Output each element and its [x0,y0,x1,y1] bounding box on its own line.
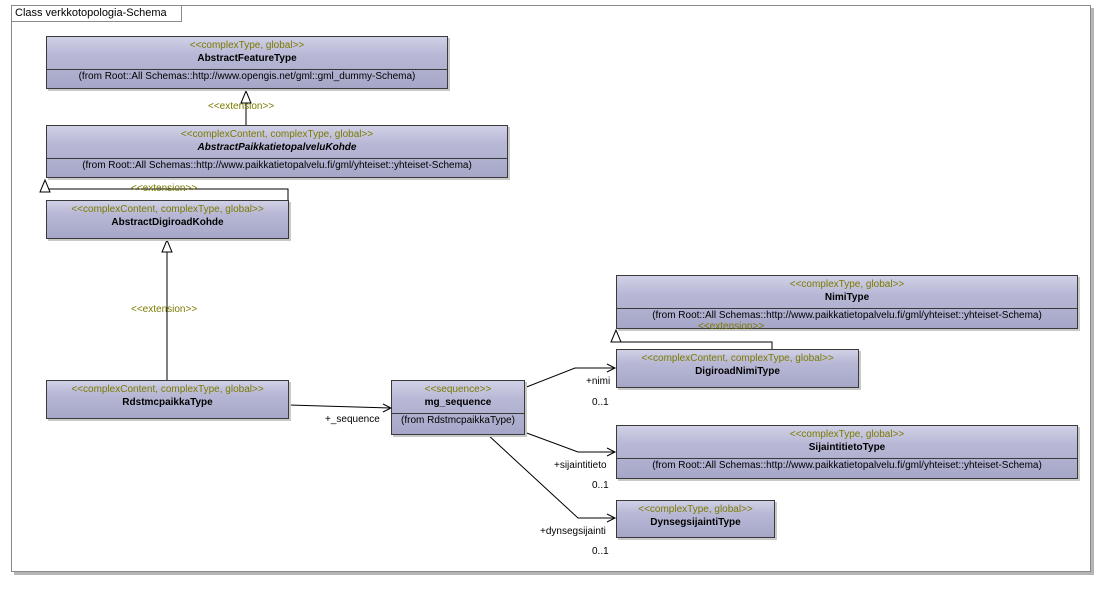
nimi-arrow [606,363,617,373]
class-abstract-digiroad-kohde[interactable]: <<complexContent, complexType, global>> … [46,200,289,239]
stereotype-label: <<complexContent, complexType, global>> [71,384,264,395]
stereotype-label: <<complexContent, complexType, global>> [180,129,374,140]
class-digiroad-nimi-type[interactable]: <<complexContent, complexType, global>> … [616,349,859,388]
class-name: DigiroadNimiType [695,366,780,377]
sequence-role-label: +_sequence [325,414,380,425]
stereotype-label: <<complexType, global>> [189,40,305,51]
class-rdstmcpaikka-type[interactable]: <<complexContent, complexType, global>> … [46,380,289,419]
class-origin: (from Root::All Schemas::http://www.paik… [617,458,1077,473]
sijaintitieto-edge [523,431,615,453]
sijaintitieto-multiplicity-label: 0..1 [592,480,609,491]
nimi-multiplicity-label: 0..1 [592,397,609,408]
class-name: DynsegsijaintiType [650,517,741,528]
extension-label-1: <<extension>> [208,101,275,112]
extension-arrowhead-1 [240,89,252,104]
stereotype-label: <<complexType, global>> [789,279,905,290]
nimi-edge [523,367,615,389]
extension-arrowhead-2 [39,178,51,193]
class-dynsegsijainti-type[interactable]: <<complexType, global>> DynsegsijaintiTy… [616,500,775,538]
class-name: AbstractFeatureType [197,53,297,64]
class-mg-sequence[interactable]: <<sequence>> mg_sequence (from Rdstmcpai… [391,380,525,435]
class-name: NimiType [824,292,870,303]
class-name: AbstractPaikkatietopalveluKohde [197,142,357,153]
stereotype-label: <<complexContent, complexType, global>> [71,204,264,215]
nimi-role-label: +nimi [586,376,611,387]
class-name: SijaintitietoType [808,442,886,453]
stereotype-label: <<complexType, global>> [638,504,753,515]
stereotype-label: <<complexContent, complexType, global>> [641,353,834,364]
class-abstract-feature-type[interactable]: <<complexType, global>> AbstractFeatureT… [46,36,448,89]
dynsegsijainti-multiplicity-label: 0..1 [592,546,609,557]
sijaintitieto-arrow [606,447,617,457]
class-origin: (from Root::All Schemas::http://www.paik… [617,308,1077,323]
stereotype-label: <<complexType, global>> [789,429,905,440]
sijaintitieto-role-label: +sijaintitieto [554,460,607,471]
class-origin: (from Root::All Schemas::http://www.paik… [47,158,507,173]
extension-label-4: <<extension>> [698,321,765,332]
class-origin: (from RdstmcpaikkaType) [392,413,524,428]
extension-edge-4 [616,341,773,349]
diagram-title: Class verkkotopologia-Schema [12,6,182,22]
extension-label-2: <<extension>> [131,183,198,194]
class-name: mg_sequence [424,397,492,408]
extension-arrowhead-3 [161,238,173,253]
dynsegsijainti-role-label: +dynsegsijainti [540,526,606,537]
dynsegsijainti-arrow [606,513,617,523]
stereotype-label: <<sequence>> [424,384,492,395]
class-nimi-type[interactable]: <<complexType, global>> NimiType (from R… [616,275,1078,329]
class-name: RdstmcpaikkaType [122,397,213,408]
sequence-edge [288,404,392,409]
extension-arrowhead-4 [610,328,622,343]
dynsegsijainti-edge [486,433,615,519]
class-abstract-paikkatietopalvelu-kohde[interactable]: <<complexContent, complexType, global>> … [46,125,508,178]
class-sijaintitieto-type[interactable]: <<complexType, global>> SijaintitietoTyp… [616,425,1078,479]
class-name: AbstractDigiroadKohde [111,217,224,228]
class-origin: (from Root::All Schemas::http://www.open… [47,69,447,84]
extension-label-3: <<extension>> [131,304,198,315]
